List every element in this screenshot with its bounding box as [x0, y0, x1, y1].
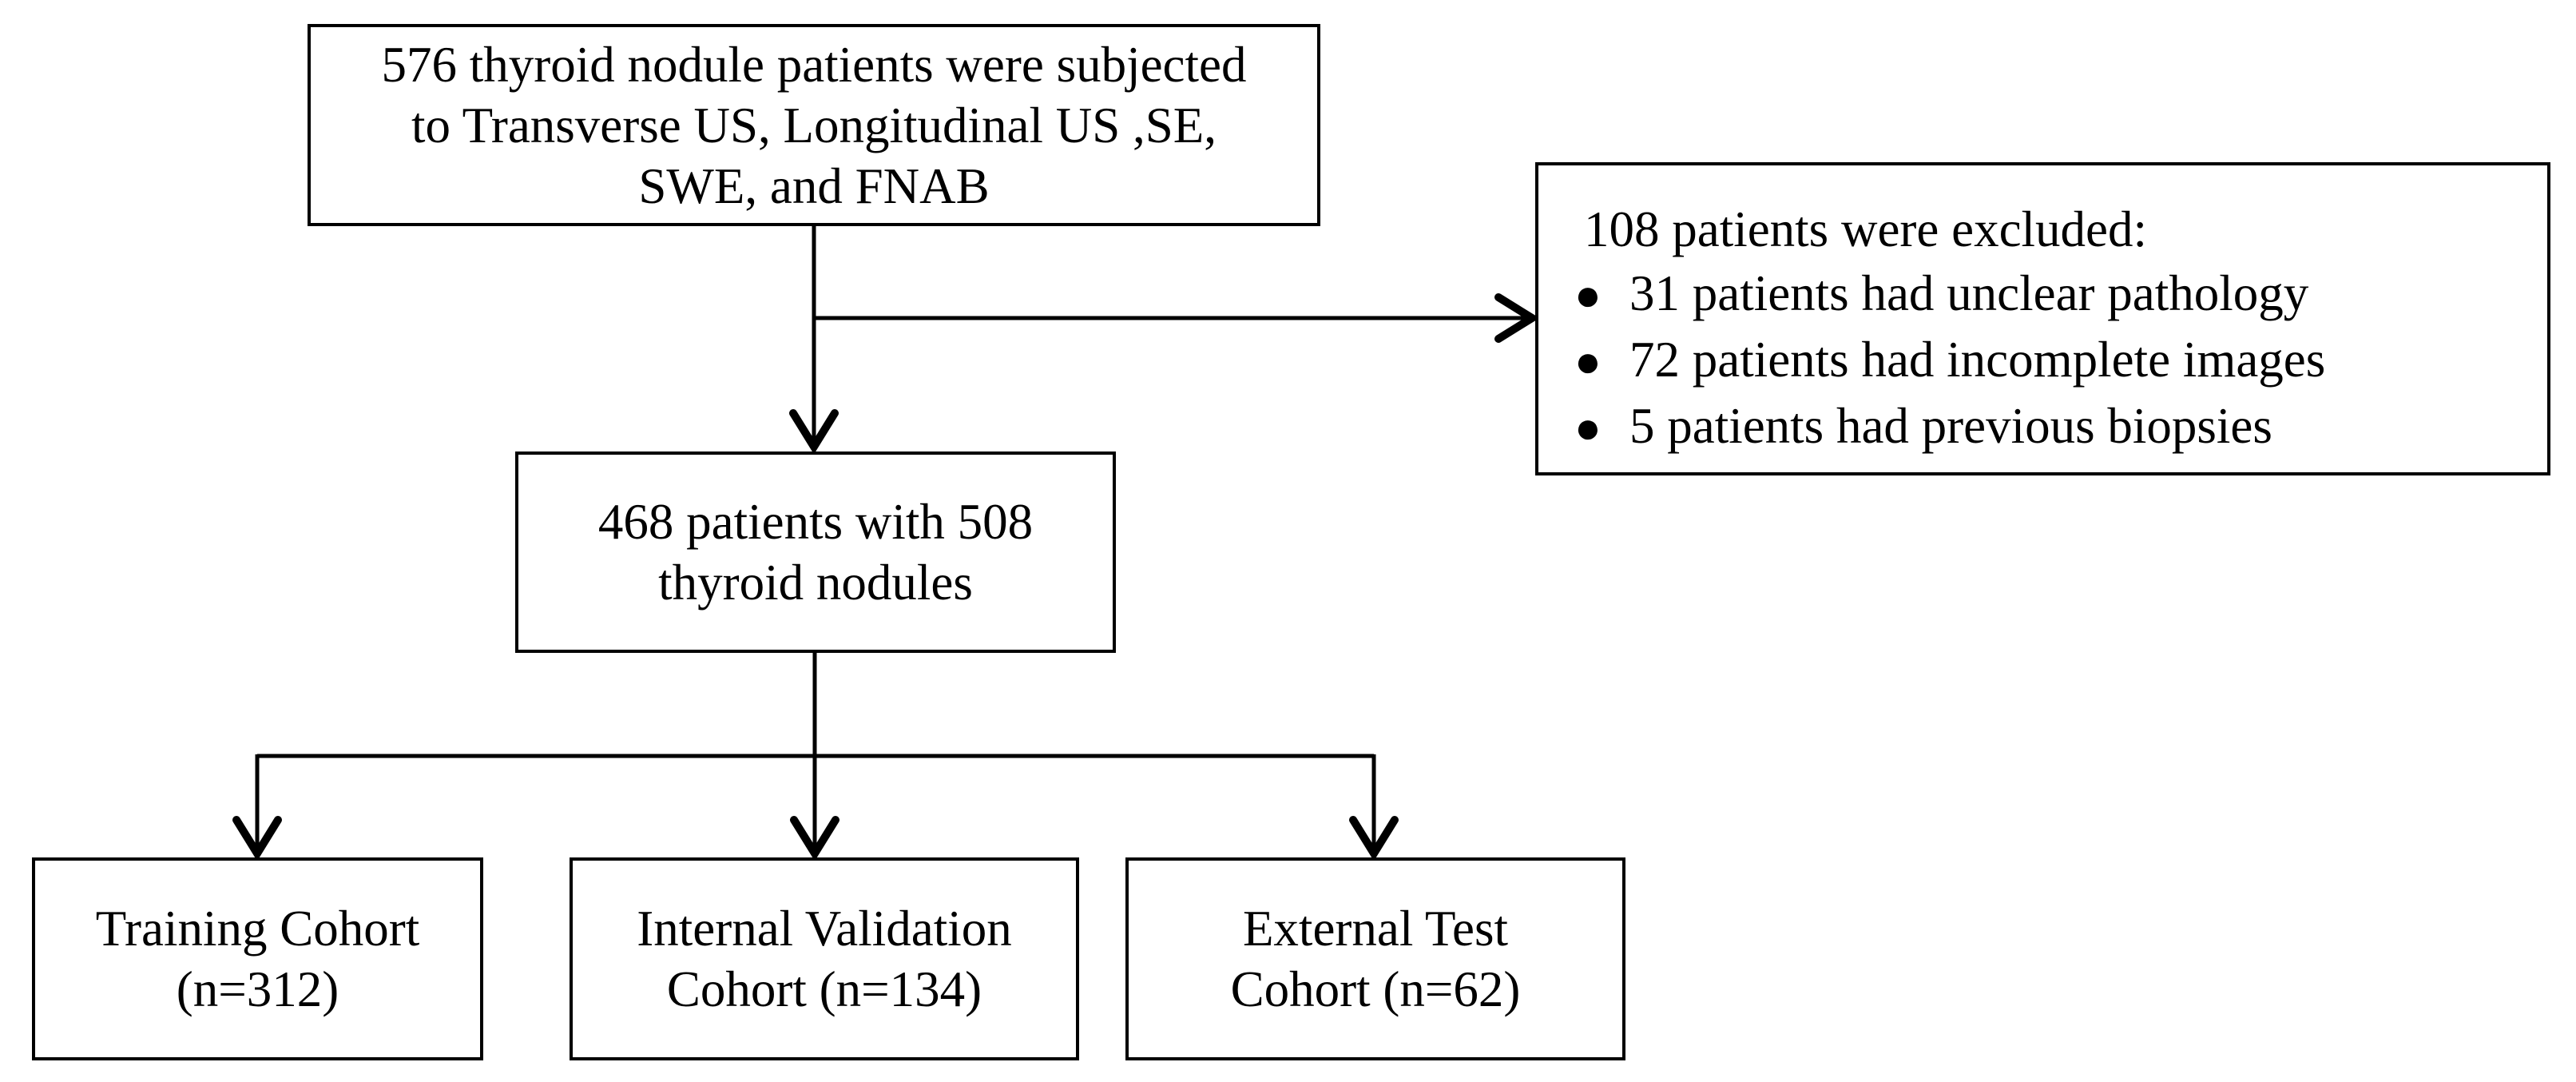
arrowhead-right-icon	[1494, 293, 1540, 343]
excluded-title: 108 patients were excluded:	[1584, 201, 2147, 257]
arrowhead-down-icon	[1349, 816, 1399, 861]
arrowhead-down-icon	[232, 816, 282, 861]
box-external-test-cohort: External Test Cohort (n=62)	[1125, 857, 1625, 1060]
included-patients-text: 468 patients with 508 thyroid nodules	[597, 494, 1034, 611]
training-cohort-text: Training Cohort (n=312)	[95, 901, 420, 1017]
box-internal-validation-cohort: Internal Validation Cohort (n=134)	[570, 857, 1079, 1060]
initial-patients-text: 576 thyroid nodule patients were subject…	[381, 36, 1247, 214]
excluded-item-text: 31 patients had unclear pathology	[1629, 265, 2309, 321]
excluded-item: ● 31 patients had unclear pathology	[1570, 261, 2531, 328]
bullet-icon: ●	[1574, 404, 1602, 453]
box-excluded-patients: 108 patients were excluded: ● 31 patient…	[1535, 162, 2550, 475]
external-test-cohort-text: External Test Cohort (n=62)	[1230, 901, 1521, 1017]
excluded-item: ● 5 patients had previous biopsies	[1570, 394, 2531, 460]
excluded-item-text: 72 patients had incomplete images	[1629, 332, 2326, 388]
box-training-cohort: Training Cohort (n=312)	[32, 857, 483, 1060]
excluded-item: ● 72 patients had incomplete images	[1570, 328, 2531, 394]
box-included-patients: 468 patients with 508 thyroid nodules	[515, 451, 1116, 653]
box-initial-patients: 576 thyroid nodule patients were subject…	[308, 24, 1320, 226]
bullet-icon: ●	[1574, 337, 1602, 387]
arrowhead-down-icon	[790, 816, 839, 861]
excluded-item-text: 5 patients had previous biopsies	[1629, 398, 2272, 454]
bullet-icon: ●	[1574, 271, 1602, 320]
arrowhead-down-icon	[789, 409, 839, 455]
internal-validation-cohort-text: Internal Validation Cohort (n=134)	[637, 901, 1012, 1017]
